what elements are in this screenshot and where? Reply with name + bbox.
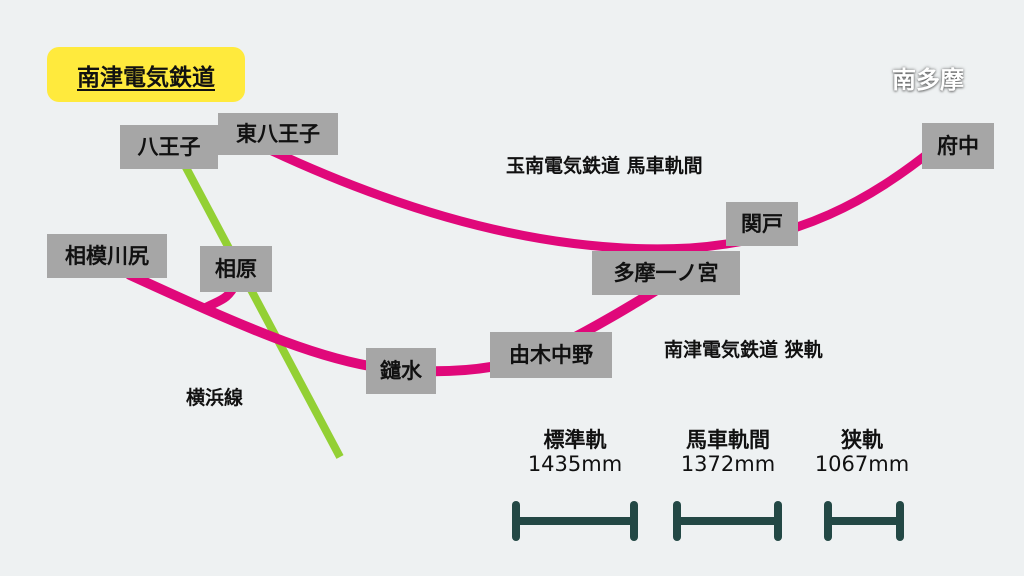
station-hachioji[interactable]: 八王子 xyxy=(120,125,218,169)
nanshin-line-label: 南津電気鉄道 狭軌 xyxy=(664,339,823,361)
gauge-carriage: 馬車軌間 1372mm xyxy=(658,428,798,476)
region-label: 南多摩 xyxy=(892,66,964,94)
gyokunan-line-label: 玉南電気鉄道 馬車軌間 xyxy=(506,155,703,177)
gauge-carriage-mm: 1372mm xyxy=(680,452,776,477)
yokohama-line-label: 横浜線 xyxy=(186,387,244,409)
gyokunan-line xyxy=(265,143,940,254)
gauge-standard-name: 標準軌 xyxy=(543,428,607,452)
station-yarimizu[interactable]: 鑓水 xyxy=(366,348,436,394)
gauge-standard: 標準軌 1435mm xyxy=(505,428,645,476)
station-sagamihara-shiri[interactable]: 相模川尻 xyxy=(47,234,167,278)
gauge-bar-narrow xyxy=(824,501,904,541)
station-higashi-hachioji[interactable]: 東八王子 xyxy=(218,113,338,155)
station-tama-ichinomiya[interactable]: 多摩一ノ宮 xyxy=(592,251,740,295)
gauge-narrow-mm: 1067mm xyxy=(814,452,910,477)
nanshin-line xyxy=(125,270,670,377)
gauge-standard-mm: 1435mm xyxy=(527,452,623,477)
gauge-bar-carriage xyxy=(673,501,782,541)
gauge-bar-standard xyxy=(512,501,638,541)
gauge-narrow: 狭軌 1067mm xyxy=(792,428,932,476)
station-yugi-nakano[interactable]: 由木中野 xyxy=(490,332,612,378)
railway-title: 南津電気鉄道 xyxy=(47,47,245,102)
station-aihara[interactable]: 相原 xyxy=(200,246,272,292)
station-sekido[interactable]: 関戸 xyxy=(726,202,798,246)
station-fuchu[interactable]: 府中 xyxy=(922,123,994,169)
gauge-narrow-name: 狭軌 xyxy=(841,428,883,452)
gauge-carriage-name: 馬車軌間 xyxy=(686,428,770,452)
yokohama-line xyxy=(178,158,344,459)
